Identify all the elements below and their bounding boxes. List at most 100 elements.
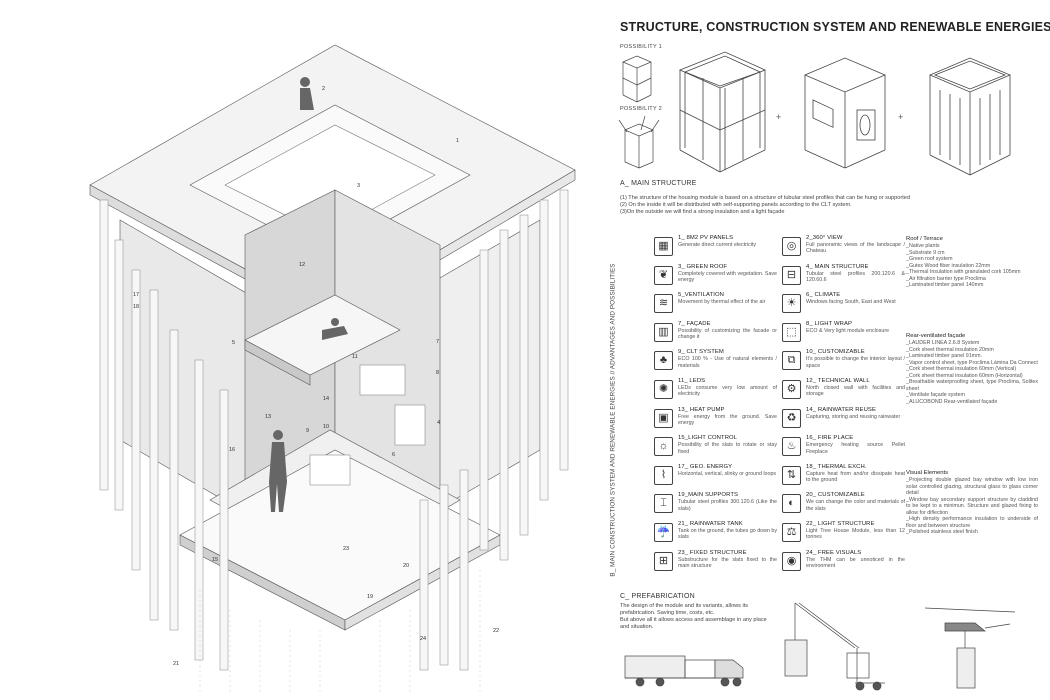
light-control-icon: ☼ bbox=[654, 437, 673, 457]
spec-line: _Breathable waterproofing sheet, type Pr… bbox=[906, 379, 1038, 392]
rain-tank-icon: ☔ bbox=[654, 523, 673, 542]
feature-title: 23_ FIXED STRUCTURE bbox=[678, 549, 747, 556]
spec-line: _Cork sheet thermal insulation 20mm bbox=[906, 346, 994, 353]
spec-line: _Window bay secondary support structure … bbox=[906, 496, 1038, 516]
spec-line: _Thermal Insulation with granulated cork… bbox=[906, 269, 1021, 276]
axonometric-section-drawing bbox=[89, 44, 576, 695]
feature-title: 17_ GEO. ENERGY bbox=[678, 463, 733, 470]
spec-line: _Cork sheet thermal insulation 60mm (Hor… bbox=[906, 372, 1023, 379]
callout-12: 12 bbox=[299, 262, 306, 268]
facade-specs: Rear-ventilated façade _LAUDER LINEA 2.6… bbox=[906, 333, 1038, 405]
svg-text:+: + bbox=[776, 112, 781, 122]
facade-slats bbox=[99, 189, 569, 671]
feature-description: North closed wall with facilities and st… bbox=[806, 385, 905, 398]
callout-15: 15 bbox=[212, 557, 219, 563]
spec-line: _LAUDER LINEA 2.6.8 System bbox=[906, 340, 980, 347]
feature-description: Free energy from the ground. Save energy bbox=[678, 413, 777, 426]
callout-22: 22 bbox=[493, 628, 500, 634]
prefab-line-2: But above all it allows access and assem… bbox=[620, 617, 767, 630]
feature-description: Emergency heating source Pellet Fireplac… bbox=[806, 442, 905, 455]
facade-heading: Rear-ventilated façade bbox=[906, 333, 966, 339]
callout-17: 17 bbox=[133, 292, 140, 298]
svg-text:+: + bbox=[898, 112, 903, 122]
human-figures bbox=[269, 77, 348, 512]
facade-icon: ▥ bbox=[654, 322, 673, 342]
feature-description: Movement by thermal effect of the air bbox=[678, 299, 766, 306]
feature-description: Tubular steel profiles 300.120.6 (Like t… bbox=[678, 499, 777, 512]
layout-icon: ⧉ bbox=[782, 351, 801, 371]
feature-description: Capturing, storing and reusing rainwater bbox=[806, 413, 901, 420]
feature-title: 9_ CLT SYSTEM bbox=[678, 349, 724, 356]
structure-icon: ⊟ bbox=[782, 265, 801, 285]
spec-line: _Substrate 9 cm bbox=[906, 249, 945, 256]
solar-panel-icon: ▦ bbox=[654, 237, 673, 256]
section-a-heading: A_ MAIN STRUCTURE bbox=[620, 180, 697, 187]
feature-title: 11_ LEDS bbox=[678, 378, 706, 384]
feature-title: 24_ FREE VISUALS bbox=[806, 549, 862, 556]
grid-structure-icon: ⊞ bbox=[654, 551, 673, 571]
section-c-heading: C_ PREFABRICATION bbox=[620, 593, 695, 600]
feature-title: 10_ CUSTOMIZABLE bbox=[806, 349, 865, 356]
spec-line: _Laminated timber panel 91mm. bbox=[906, 353, 982, 360]
spec-line: _Cork sheet thermal insulation 60mm (Ver… bbox=[906, 366, 1017, 373]
callout-2: 2 bbox=[322, 86, 326, 92]
possibility-2-frame bbox=[618, 115, 660, 169]
feature-description: Horizontal, vertical, slinky or ground l… bbox=[678, 470, 777, 477]
wind-icon: ≋ bbox=[654, 294, 673, 314]
prefab-text: The design of the module and its variant… bbox=[620, 603, 770, 631]
gear-icon: ⚙ bbox=[782, 380, 801, 399]
callout-23: 23 bbox=[343, 546, 350, 552]
feature-description: Tank on the ground, the tubes go down by… bbox=[678, 528, 777, 541]
heat-pump-icon: ▣ bbox=[654, 408, 673, 428]
trees-icon: ♣ bbox=[654, 351, 673, 371]
feature-title: 15_LIGHT CONTROL bbox=[678, 435, 738, 442]
callout-11: 11 bbox=[352, 354, 358, 360]
feature-title: 21_ RAINWATER TANK bbox=[678, 521, 743, 527]
spec-line: _Vapor control sheet, type Proclima Lámi… bbox=[906, 359, 1038, 366]
prefab-line-1: The design of the module and its variant… bbox=[620, 603, 749, 616]
possibility-1-label: POSSIBILITY 1 bbox=[620, 44, 663, 50]
callout-20: 20 bbox=[403, 563, 410, 569]
feature-description: ECO 100 % - Use of natural elements / ma… bbox=[678, 356, 777, 369]
feature-description: Substructure for the slats fixed to the … bbox=[678, 556, 777, 569]
main-structure-line-3: (3)On the outside we will find a strong … bbox=[620, 209, 785, 216]
spec-line: _Air filtration barrier type Proclima bbox=[906, 275, 986, 282]
feature-description: Possibility of customizing the facade or… bbox=[678, 327, 777, 341]
callout-3: 3 bbox=[357, 183, 361, 189]
light-bulb-icon: ✺ bbox=[654, 380, 673, 399]
feature-title: 2_360° VIEW bbox=[806, 235, 843, 241]
feature-description: Possibility of the slats to rotate or st… bbox=[678, 442, 777, 455]
crane-icon bbox=[784, 602, 885, 691]
spec-line: _High density performance insulation to … bbox=[906, 516, 1038, 529]
sun-cloud-icon: ☀ bbox=[782, 294, 801, 314]
callout-1: 1 bbox=[456, 138, 460, 144]
feature-title: 6_ CLIMATE bbox=[806, 292, 841, 299]
callout-13: 13 bbox=[265, 414, 272, 420]
mezzanine-edge bbox=[244, 339, 311, 386]
light-wrap-icon: ⬚ bbox=[782, 322, 801, 342]
feature-title: 20_ CUSTOMIZABLE bbox=[806, 492, 865, 499]
callout-9: 9 bbox=[306, 428, 310, 434]
callout-6: 6 bbox=[392, 452, 396, 458]
feature-description: It's possible to change the interior lay… bbox=[806, 356, 905, 369]
feature-title: 13_ HEAT PUMP bbox=[678, 406, 725, 413]
feature-description: The THM can be unnoticed in the environm… bbox=[806, 556, 905, 569]
spec-line: _Laminated timber panel 140mm bbox=[906, 282, 984, 289]
callout-16: 16 bbox=[229, 447, 236, 453]
feature-title: 3_ GREEN ROOF bbox=[678, 263, 728, 270]
feature-title: 7_ FAÇADE bbox=[678, 320, 711, 327]
callout-18: 18 bbox=[133, 304, 140, 310]
feature-description: LEDs consume very low amount of electric… bbox=[678, 385, 777, 398]
